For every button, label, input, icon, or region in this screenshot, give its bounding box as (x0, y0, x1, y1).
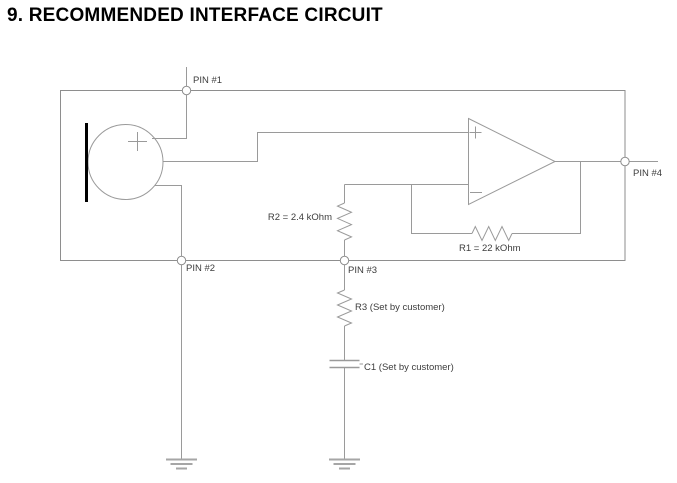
pin4-terminal (620, 156, 630, 167)
ground-symbol-right (329, 458, 360, 470)
ground-symbol-left (166, 458, 197, 470)
pin1-terminal (181, 85, 192, 96)
r3-value-label: R3 (Set by customer) (355, 302, 445, 313)
wire-feedback-loop (411, 161, 581, 234)
wires (152, 67, 658, 459)
resistor-r1 (471, 225, 513, 242)
r1-value-label: R1 = 22 kOhm (459, 243, 521, 254)
r2-value-label: R2 = 2.4 kOhm (267, 212, 332, 223)
mic-plus-icon (128, 132, 147, 151)
opamp-triangle (468, 117, 557, 206)
capacitor-c1 (329, 359, 360, 369)
wire-mic-to-pin2-ground (155, 185, 182, 459)
pin3-terminal (339, 255, 350, 266)
pin2-label: PIN #2 (186, 263, 216, 274)
resistor-r2 (336, 202, 353, 241)
wire-mic-to-opamp-plus (163, 132, 468, 162)
pin2-terminal (176, 255, 187, 266)
pin3-label: PIN #3 (348, 265, 378, 276)
mic-source-circle (87, 124, 164, 200)
pin1-label: PIN #1 (193, 75, 223, 86)
section-title: 9. RECOMMENDED INTERFACE CIRCUIT (7, 5, 383, 26)
pin-terminals (176, 85, 630, 266)
c1-value-label: C1 (Set by customer) (364, 362, 454, 373)
pin4-label: PIN #4 (633, 168, 663, 179)
opamp-plus-input-icon (469, 126, 482, 139)
resistor-r3 (336, 289, 353, 327)
